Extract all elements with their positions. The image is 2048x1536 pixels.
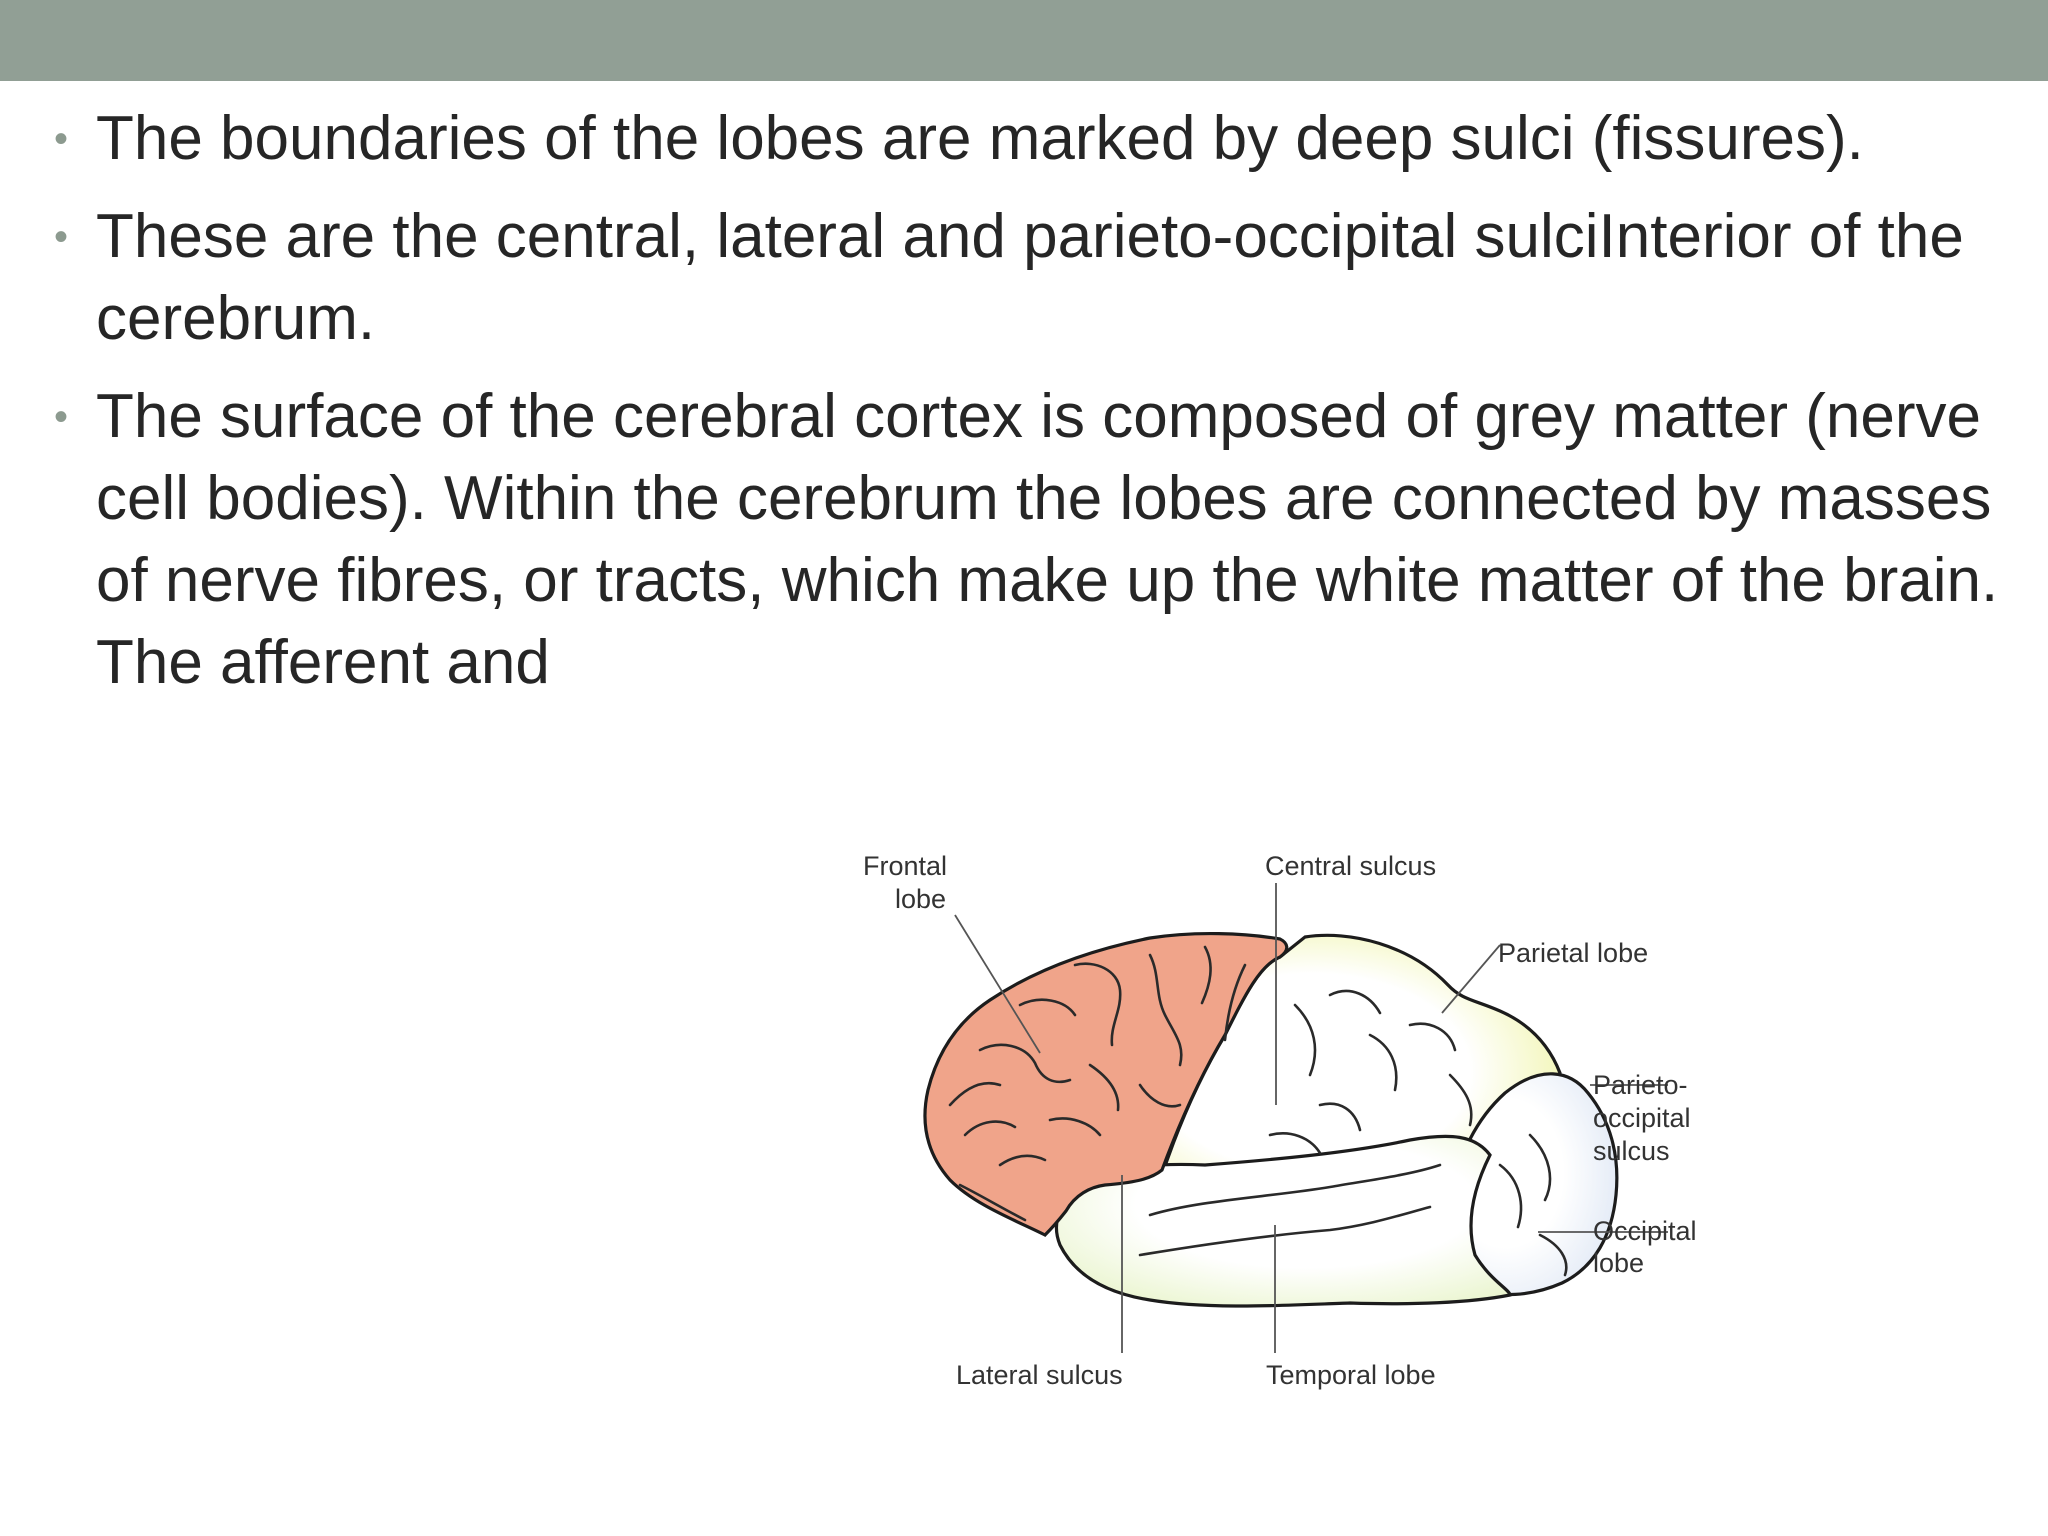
bullet-text: These are the central, lateral and parie…	[96, 202, 1964, 353]
bullet-item: • The surface of the cerebral cortex is …	[48, 376, 2008, 704]
label-temporal-lobe: Temporal lobe	[1266, 1360, 1436, 1390]
brain-diagram: Frontal lobe Central sulcus Parietal lob…	[850, 835, 1730, 1415]
bullet-icon: •	[54, 215, 69, 259]
bullet-icon: •	[54, 117, 69, 161]
label-parieto-line3: sulcus	[1593, 1136, 1670, 1166]
label-parieto-line1: Parieto-	[1593, 1070, 1688, 1100]
temporal-lobe-region	[1054, 1134, 1512, 1308]
bullet-text: The surface of the cerebral cortex is co…	[96, 382, 1999, 697]
label-parieto-line2: occipital	[1593, 1103, 1691, 1133]
label-frontal-line1: Frontal	[863, 851, 947, 881]
frontal-gyri	[948, 945, 1247, 1222]
title-bar	[0, 0, 2048, 81]
bullet-item: • The boundaries of the lobes are marked…	[48, 98, 2008, 180]
parietal-gyri	[1268, 989, 1473, 1155]
temporal-occipital-gyri	[1138, 1133, 1568, 1277]
bullet-text: The boundaries of the lobes are marked b…	[96, 104, 1864, 173]
label-occipital-line1: Occipital	[1593, 1216, 1697, 1246]
label-occipital-line2: lobe	[1593, 1248, 1644, 1278]
label-central-sulcus: Central sulcus	[1265, 851, 1436, 881]
label-parietal-lobe: Parietal lobe	[1498, 938, 1648, 968]
bullet-icon: •	[54, 395, 69, 439]
label-lateral-sulcus: Lateral sulcus	[956, 1360, 1123, 1390]
bullet-item: • These are the central, lateral and par…	[48, 196, 2008, 360]
label-frontal-line2: lobe	[895, 884, 946, 914]
leader-lines	[954, 883, 1668, 1353]
bullet-list: • The boundaries of the lobes are marked…	[48, 98, 2008, 720]
brain-diagram-svg: Frontal lobe Central sulcus Parietal lob…	[863, 851, 1697, 1390]
frontal-lobe-region	[923, 931, 1289, 1237]
